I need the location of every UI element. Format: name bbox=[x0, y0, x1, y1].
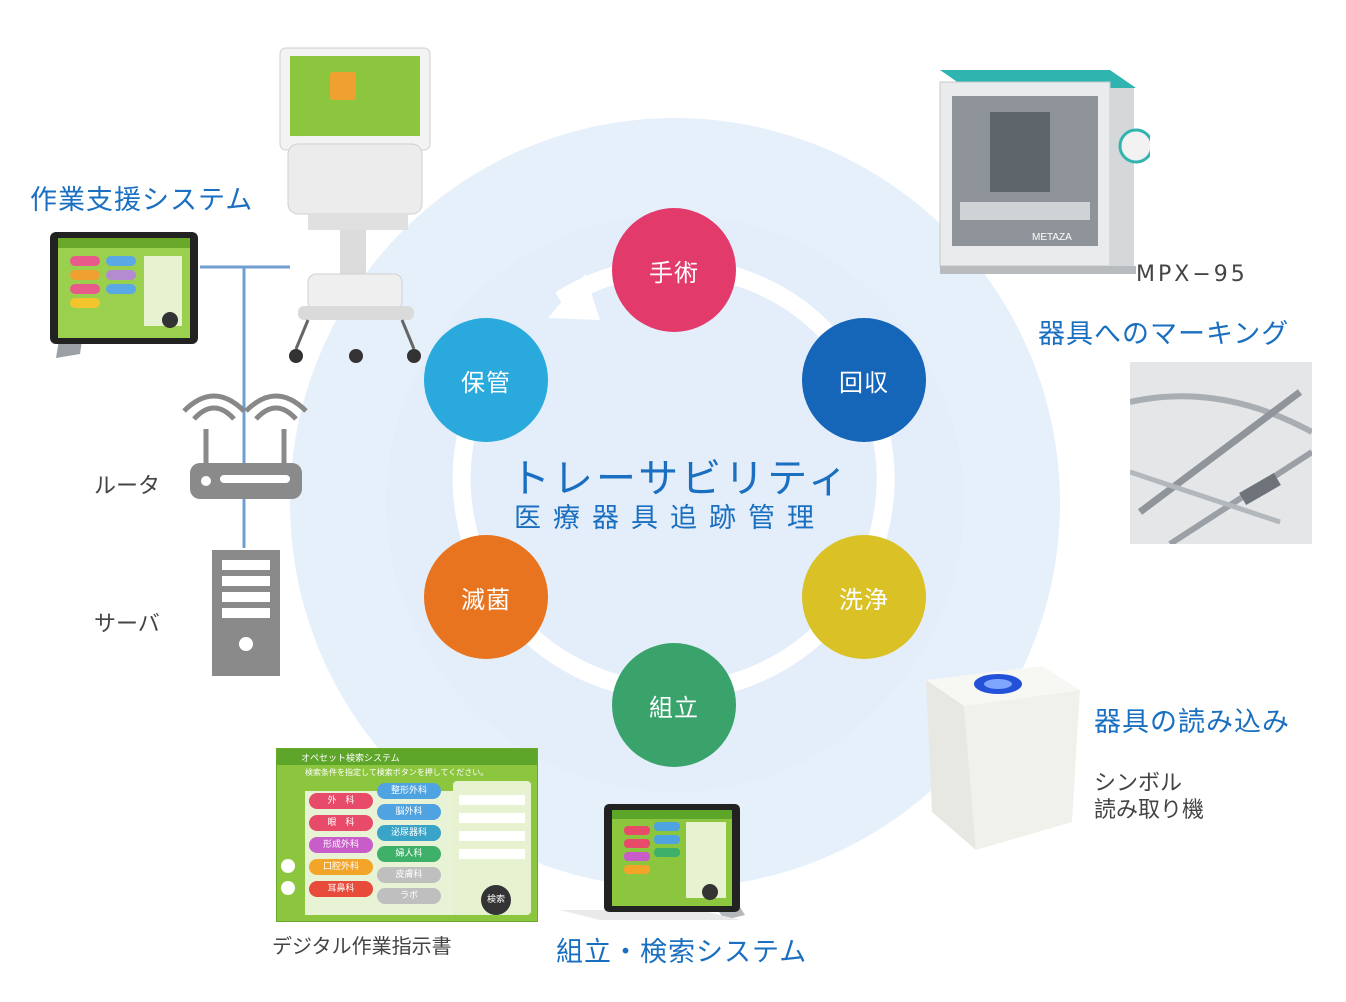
node-label: 洗浄 bbox=[839, 585, 889, 614]
form-field[interactable] bbox=[459, 813, 525, 823]
symbol-reader-icon bbox=[926, 666, 1080, 850]
server-label: サーバ bbox=[94, 612, 160, 637]
department-button[interactable]: 形成外科 bbox=[309, 837, 373, 853]
instruction-screen: オペセット検索システム 検索条件を指定して検索ボタンを押してください。 外 科 … bbox=[276, 748, 538, 922]
department-button[interactable]: ラボ bbox=[377, 888, 441, 904]
node-surgery: 手術 bbox=[612, 208, 736, 332]
department-button[interactable]: 泌尿器科 bbox=[377, 825, 441, 841]
department-button[interactable]: 脳外科 bbox=[377, 804, 441, 820]
form-field[interactable] bbox=[459, 795, 525, 805]
department-list-2: 整形外科 脳外科 泌尿器科 婦人科 皮膚科 ラボ bbox=[377, 783, 441, 909]
reader-label-line1: シンボル bbox=[1094, 771, 1183, 796]
instruments-photo bbox=[1130, 362, 1312, 544]
cycle-arrow-head bbox=[548, 274, 600, 320]
node-label: 回収 bbox=[839, 368, 889, 397]
marking-label: 器具へのマーキング bbox=[1038, 319, 1290, 350]
marking-machine-icon: METAZA bbox=[939, 70, 1150, 274]
instruction-label: デジタル作業指示書 bbox=[272, 934, 452, 958]
department-button[interactable]: 婦人科 bbox=[377, 846, 441, 862]
assembly-tablet-icon bbox=[560, 804, 745, 920]
diagram-title: トレーサビリティ bbox=[510, 456, 851, 502]
node-washing: 洗浄 bbox=[802, 535, 926, 659]
diagram-subtitle: 医療器具追跡管理 bbox=[514, 503, 826, 534]
node-label: 手術 bbox=[649, 258, 699, 287]
reader-label-line2: 読み取り機 bbox=[1094, 798, 1205, 823]
node-assembly: 組立 bbox=[612, 643, 736, 767]
home-icon[interactable] bbox=[281, 859, 295, 873]
node-label: 保管 bbox=[461, 368, 511, 397]
work-support-system-label: 作業支援システム bbox=[30, 185, 254, 216]
model-label: MPX−95 bbox=[1136, 262, 1248, 287]
department-button[interactable]: 眼 科 bbox=[309, 815, 373, 831]
department-button[interactable]: 外 科 bbox=[309, 793, 373, 809]
settings-icon[interactable] bbox=[281, 881, 295, 895]
tablet-icon bbox=[50, 232, 198, 358]
router-icon bbox=[182, 393, 308, 499]
department-button[interactable]: 口腔外科 bbox=[309, 859, 373, 875]
machine-brand-text: METAZA bbox=[1032, 232, 1072, 243]
node-label: 組立 bbox=[649, 693, 699, 722]
medical-cart-icon bbox=[279, 47, 431, 363]
reading-label: 器具の読み込み bbox=[1094, 707, 1290, 738]
node-storage: 保管 bbox=[424, 318, 548, 442]
assembly-system-label: 組立・検索システム bbox=[556, 937, 808, 968]
department-button[interactable]: 整形外科 bbox=[377, 783, 441, 799]
form-field[interactable] bbox=[459, 831, 525, 841]
department-list: 外 科 眼 科 形成外科 口腔外科 耳鼻科 bbox=[309, 793, 373, 903]
router-label: ルータ bbox=[94, 474, 161, 499]
node-sterilization: 滅菌 bbox=[424, 535, 548, 659]
department-button[interactable]: 耳鼻科 bbox=[309, 881, 373, 897]
department-button[interactable]: 皮膚科 bbox=[377, 867, 441, 883]
node-collection: 回収 bbox=[802, 318, 926, 442]
form-field[interactable] bbox=[459, 849, 525, 859]
node-label: 滅菌 bbox=[461, 585, 511, 614]
search-button[interactable]: 検索 bbox=[481, 885, 511, 915]
screen-header: オペセット検索システム bbox=[277, 749, 537, 765]
server-icon bbox=[212, 550, 280, 676]
network-connectors bbox=[200, 265, 290, 548]
screen-instruction: 検索条件を指定して検索ボタンを押してください。 bbox=[305, 768, 489, 777]
